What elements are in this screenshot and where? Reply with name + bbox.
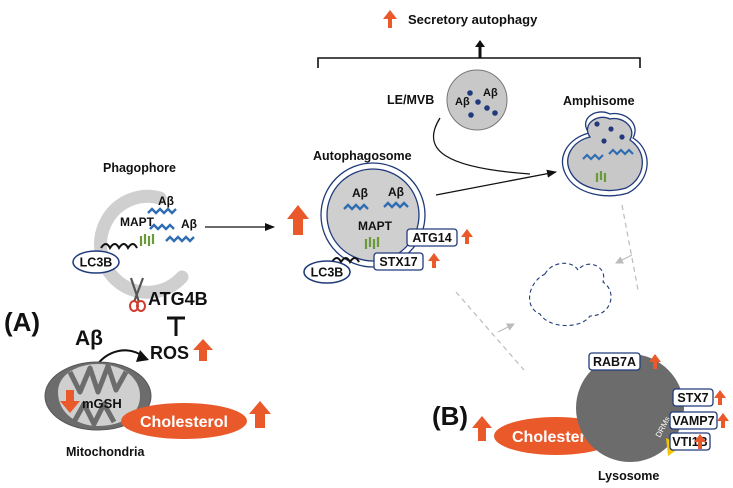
stx7-label: STX7: [677, 391, 708, 405]
up-arrow-icon: [249, 401, 271, 428]
cholesterol-label-a: Cholesterol: [140, 414, 228, 431]
abeta-label: Aβ: [455, 96, 470, 108]
exosome-dot: [601, 138, 607, 144]
abeta-label: Aβ: [388, 185, 404, 199]
mapt-label: MAPT: [358, 219, 393, 233]
le-mvb: LE/MVB Aβ Aβ: [387, 69, 508, 131]
ros-label: ROS: [150, 343, 189, 363]
up-arrow-icon: [428, 253, 440, 268]
amphisome-label: Amphisome: [563, 94, 635, 108]
exosome-dot: [467, 90, 473, 96]
vamp7-box: [669, 411, 718, 430]
autophagosome-label: Autophagosome: [313, 149, 412, 163]
secretory-autophagy-label: Secretory autophagy: [408, 12, 538, 27]
stx17-label: STX17: [379, 255, 417, 269]
lysosome-fusion-pathway: [455, 204, 639, 371]
abeta-to-ros-arrowhead: [136, 350, 149, 362]
cholesterol-label-b: Cholesterol: [512, 429, 600, 446]
lc3b-label: LC3B: [80, 256, 113, 270]
bracket-arrow-head: [475, 40, 485, 47]
mitochondria-label: Mitochondria: [66, 445, 146, 459]
mapt-tangle: [364, 237, 380, 249]
lc3b-ellipse: [72, 250, 120, 274]
bracket: [317, 57, 641, 68]
abeta-fibril: [149, 223, 175, 231]
lc3b-ellipse: [303, 260, 351, 284]
lysosome-label: Lysosome: [598, 469, 659, 483]
exosome-dot: [594, 121, 600, 127]
panel-b: (B) Cholesterol DRMs RAB7A STX7 VAMP7 VT…: [432, 352, 729, 483]
rab7a-label: RAB7A: [593, 355, 636, 369]
le-mvb-label: LE/MVB: [387, 93, 434, 107]
lysosome: [576, 354, 684, 462]
exosome-dot: [608, 126, 614, 132]
atg14-label: ATG14: [412, 231, 451, 245]
atg4b-label: ATG4B: [148, 289, 208, 309]
lc3b-linker: [331, 257, 360, 265]
abeta-label: Aβ: [158, 194, 174, 208]
abeta-label: Aβ: [352, 186, 368, 200]
abeta-fibril: [147, 207, 177, 215]
abeta-label-large: Aβ: [75, 327, 103, 350]
panel-a-letter: (A): [4, 307, 40, 337]
up-arrow-icon: [461, 229, 473, 244]
phagophore: Phagophore Aβ MAPT Aβ LC3B: [72, 161, 197, 299]
atg14-box: [406, 228, 458, 247]
abeta-fibril: [165, 235, 195, 243]
panel-a: (A) ATG4B Aβ ROS mGSH Cholesterol Mitoch…: [4, 277, 271, 459]
exosome-dot: [475, 99, 481, 105]
abeta-label: Aβ: [181, 217, 197, 231]
autophagosome-inner: [326, 168, 420, 262]
up-arrow-icon: [714, 390, 726, 405]
amphisome: Amphisome: [561, 94, 648, 197]
mapt-label: MAPT: [120, 215, 155, 229]
up-arrow-icon: [383, 10, 397, 28]
exosome-dot: [492, 110, 498, 116]
secretory-autophagy-header: Secretory autophagy: [317, 10, 641, 68]
arrow-autophagosome-to-amphisome: [435, 169, 557, 196]
stx17-box: [373, 252, 424, 271]
scissors-icon: [129, 277, 146, 312]
up-arrow-icon: [694, 434, 706, 449]
exosome-dot: [619, 134, 625, 140]
up-arrow-icon: [193, 339, 213, 361]
cholesterol-ellipse-a: [121, 403, 247, 439]
vamp7-label: VAMP7: [672, 414, 714, 428]
mapt-tangle: [139, 234, 155, 246]
abeta-label: Aβ: [483, 87, 498, 99]
up-arrow-icon: [472, 416, 492, 441]
up-arrow-icon: [717, 413, 729, 428]
abeta-fibril: [343, 203, 369, 211]
up-arrow-icon: [287, 205, 309, 235]
inhibition-bar: [167, 316, 185, 336]
abeta-fibril: [582, 153, 604, 161]
down-arrow-icon: [60, 390, 80, 413]
up-arrow-icon: [649, 354, 661, 369]
autophagosome: Autophagosome Aβ Aβ MAPT LC3B ATG14 STX1…: [303, 149, 473, 284]
mgsh-label: mGSH: [82, 396, 122, 411]
stx7-box: [672, 388, 714, 407]
dashed-vesicle: [529, 262, 612, 327]
exosome-dot: [468, 112, 474, 118]
rab7a-box: [588, 352, 641, 371]
mapt-tangle: [595, 171, 607, 182]
lc3b-linker: [100, 243, 138, 251]
lc3b-label: LC3B: [311, 266, 344, 280]
exosome-dot: [484, 105, 490, 111]
arrow-mvb-to-amphisome: [432, 117, 531, 175]
panel-b-letter: (B): [432, 401, 468, 431]
phagophore-label: Phagophore: [103, 161, 176, 175]
abeta-fibril: [383, 201, 409, 209]
abeta-fibril: [608, 148, 634, 156]
mitochondrion: [44, 361, 152, 431]
